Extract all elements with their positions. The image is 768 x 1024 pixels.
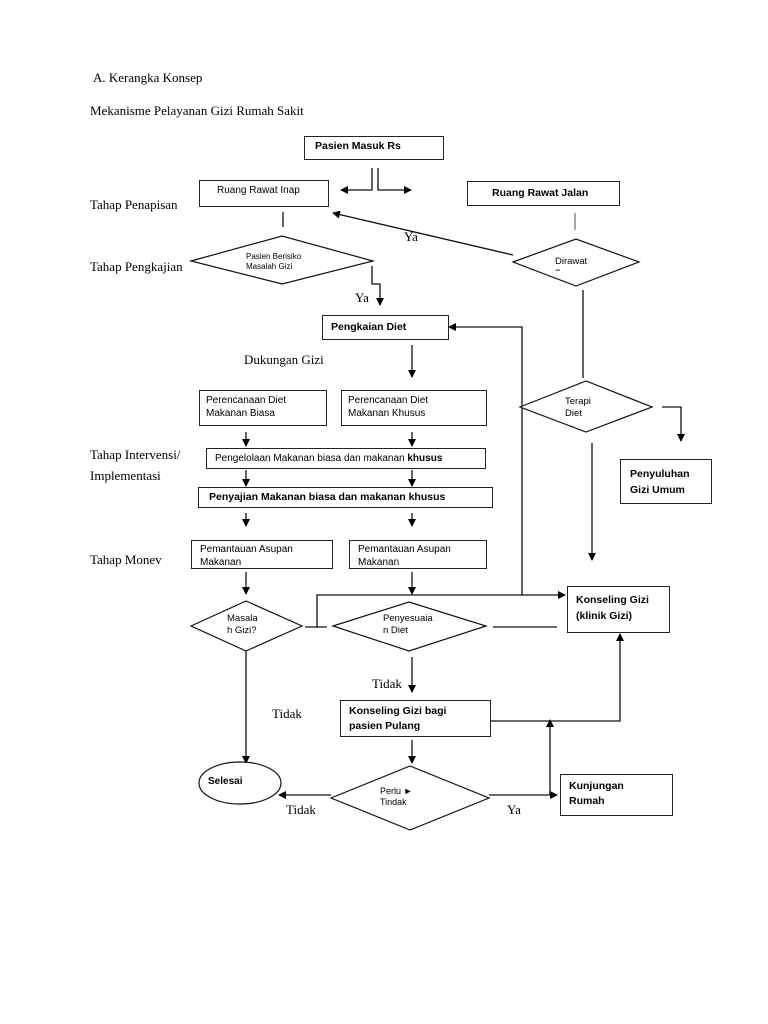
edge-to-konseling xyxy=(316,591,566,627)
node-label: ? xyxy=(555,268,587,271)
node-label: Konseling Gizi bagi xyxy=(349,705,447,717)
stage-penapisan: Tahap Penapisan xyxy=(90,197,178,212)
decision-masalah xyxy=(189,600,304,652)
node-label: (klinik Gizi) xyxy=(576,610,633,622)
label-ya-perlu: Ya xyxy=(507,802,521,817)
edge-dirawat-inap xyxy=(332,210,514,256)
terminal-selesai-text: Selesai xyxy=(208,776,243,787)
node-label: Masala xyxy=(227,613,258,624)
node-label: Makanan Biasa xyxy=(206,408,275,419)
node-konseling-pulang: Konseling Gizi bagi pasien Pulang xyxy=(340,700,491,737)
node-label: Makanan xyxy=(358,557,400,568)
node-pasien-masuk: Pasien Masuk Rs xyxy=(304,136,444,160)
edge-masuk-inap xyxy=(340,168,373,194)
node-label: Pemantauan Asupan xyxy=(358,544,451,555)
node-konseling-gizi: Konseling Gizi (klinik Gizi) xyxy=(567,586,670,633)
stage-dukungan: Dukungan Gizi xyxy=(244,352,324,367)
node-label-bold: khusus xyxy=(407,453,443,464)
section-heading: A. Kerangka Konsep xyxy=(93,70,203,85)
node-pengkaian-diet: Pengkaian Diet xyxy=(322,315,449,340)
decision-terapi xyxy=(518,380,654,433)
edge-masuk-jalan xyxy=(377,168,412,194)
edge-terapi-penyuluhan xyxy=(662,406,685,442)
label-ya-berisiko: Ya xyxy=(355,290,369,305)
label-tidak-penyesuaian: Tidak xyxy=(372,676,402,691)
node-label: Penyuluhan xyxy=(630,468,690,480)
node-pengelolaan: Pengelolaan Makanan biasa dan makanan kh… xyxy=(206,448,486,469)
decision-dirawat xyxy=(511,238,641,287)
decision-penyesuaian xyxy=(331,601,488,652)
node-label: Pengkaian Diet xyxy=(331,321,407,333)
node-label: n Diet xyxy=(383,625,408,636)
diagram-subtitle: Mekanisme Pelayanan Gizi Rumah Sakit xyxy=(90,103,304,118)
decision-perlu-text: Perlu ►Tindak xyxy=(380,786,412,808)
node-label: Diet xyxy=(565,408,582,419)
node-label: h Gizi? xyxy=(227,625,257,636)
decision-berisiko xyxy=(188,235,376,285)
stage-pengkajian: Tahap Pengkajian xyxy=(90,259,183,274)
node-label: Pemantauan Asupan xyxy=(200,544,293,555)
node-label: Pasien Berisiko xyxy=(246,252,302,261)
stage-implementasi: Implementasi xyxy=(90,468,161,483)
decision-dirawat-text: Dirawat? xyxy=(555,256,587,271)
node-label: Penyesuaia xyxy=(383,613,433,624)
node-rawat-jalan: Ruang Rawat Jalan xyxy=(467,181,620,206)
node-label: Konseling Gizi xyxy=(576,594,649,606)
node-label: Gizi Umum xyxy=(630,484,685,496)
node-label: Ruang Rawat Jalan xyxy=(492,187,589,199)
node-label: Makanan Khusus xyxy=(348,408,426,419)
node-label: Perencanaan Diet xyxy=(206,395,287,406)
node-label: Penyajian Makanan biasa dan makanan khus… xyxy=(209,491,446,503)
node-penyajian: Penyajian Makanan biasa dan makanan khus… xyxy=(198,487,493,508)
node-label: Makanan xyxy=(200,557,242,568)
label-ya-dirawat: Ya xyxy=(404,229,418,244)
node-label: Masalah Gizi xyxy=(246,262,293,271)
label-tidak-masalah: Tidak xyxy=(272,706,302,721)
node-label: Perencanaan Diet xyxy=(348,395,429,406)
node-rawat-inap: Ruang Rawat Inap xyxy=(199,180,329,207)
node-label: Ruang Rawat Inap xyxy=(217,185,300,196)
node-label: pasien Pulang xyxy=(349,720,421,732)
stage-monev: Tahap Monev xyxy=(90,552,162,567)
stage-intervensi: Tahap Intervensi/ xyxy=(90,447,181,462)
node-label: Dirawat xyxy=(555,256,588,267)
label-tidak-perlu: Tidak xyxy=(286,802,316,817)
decision-perlu xyxy=(329,765,491,831)
edge-feedback-pengkaian xyxy=(448,323,523,595)
node-label: Terapi xyxy=(565,396,591,407)
edge-pulang-konseling xyxy=(491,633,624,722)
node-label: Tindak xyxy=(380,797,407,807)
node-label: Pengelolaan Makanan biasa dan makanan xyxy=(215,453,405,464)
edge-berisiko-pengkaian xyxy=(371,266,384,306)
node-label: Rumah xyxy=(569,795,605,807)
node-label: Kunjungan xyxy=(569,780,624,792)
node-label: Pasien Masuk Rs xyxy=(315,140,401,152)
terminal-selesai xyxy=(198,761,282,805)
node-label: Perlu ► xyxy=(380,786,413,796)
